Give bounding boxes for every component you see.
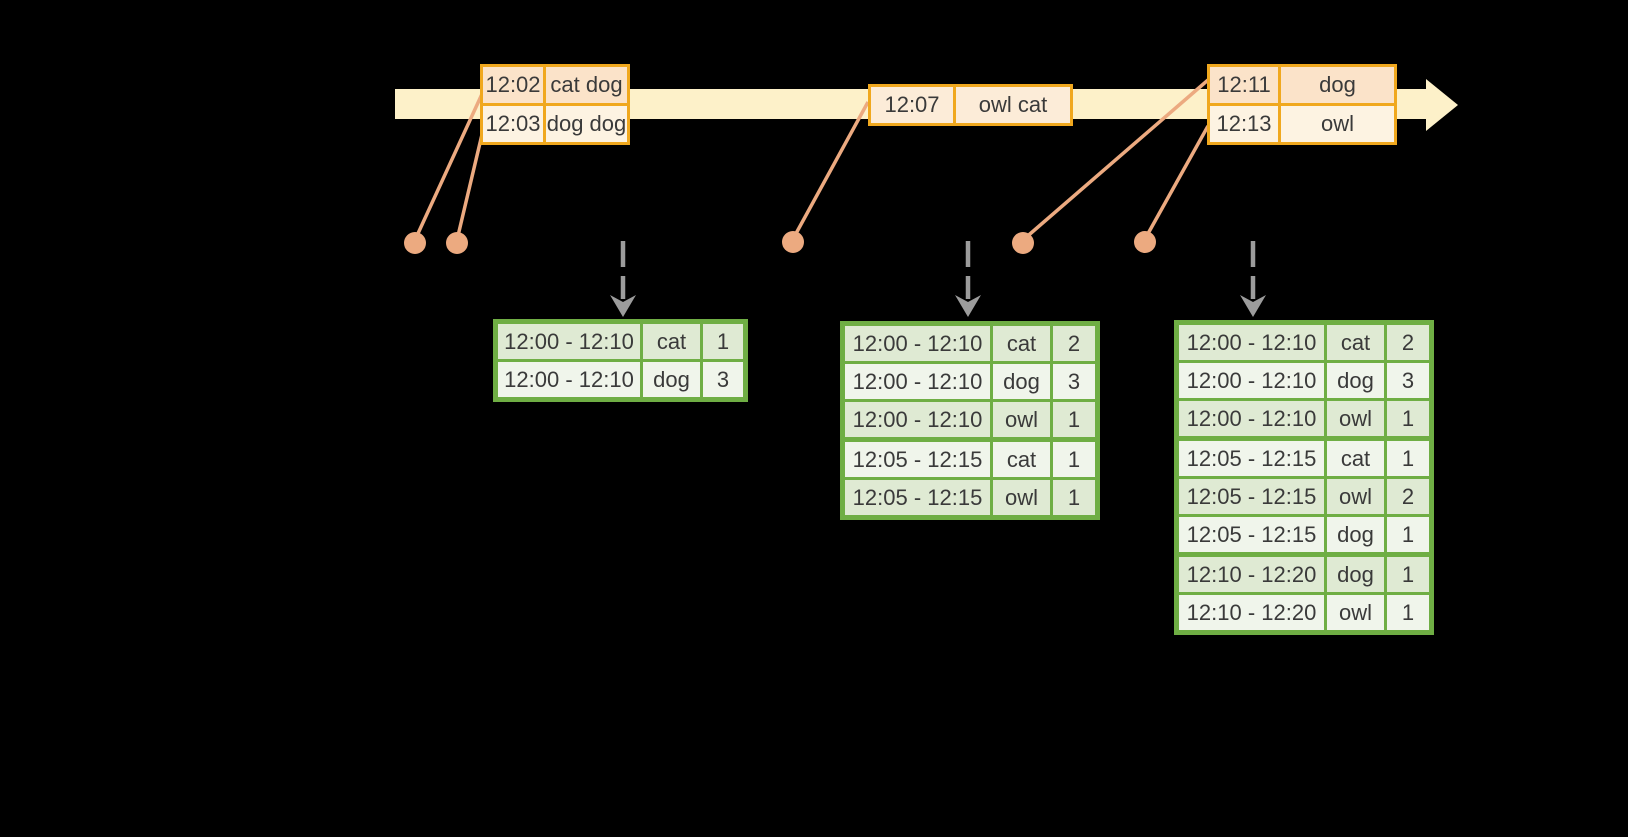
result-count: 1 xyxy=(1384,401,1429,436)
result-count: 3 xyxy=(1050,364,1095,399)
event-row: 12:03 dog dog xyxy=(483,103,627,142)
trigger-arrow-head xyxy=(1240,295,1266,317)
event-dot xyxy=(782,231,804,253)
result-count: 1 xyxy=(1384,517,1429,552)
trigger-arrow-head xyxy=(610,295,636,317)
result-word: owl xyxy=(1324,595,1384,630)
result-count: 1 xyxy=(700,324,743,359)
event-connector-line xyxy=(413,93,484,241)
result-word: owl xyxy=(1324,401,1384,436)
result-row: 12:10 - 12:20 dog 1 xyxy=(1179,552,1429,592)
result-window: 12:05 - 12:15 xyxy=(1179,441,1324,476)
result-window: 12:10 - 12:20 xyxy=(1179,557,1324,592)
result-row: 12:00 - 12:10 owl 1 xyxy=(1179,398,1429,436)
result-word: dog xyxy=(640,362,700,397)
result-word: cat xyxy=(990,326,1050,361)
event-row: 12:11 dog xyxy=(1210,67,1394,103)
result-count: 3 xyxy=(1384,363,1429,398)
event-connector-line xyxy=(1143,125,1210,240)
event-table-2: 12:07 owl cat xyxy=(868,84,1073,126)
timeline-arrowhead-icon xyxy=(1426,79,1458,131)
result-count: 1 xyxy=(1050,402,1095,437)
result-count: 2 xyxy=(1384,479,1429,514)
result-count: 2 xyxy=(1050,326,1095,361)
event-table-1: 12:02 cat dog 12:03 dog dog xyxy=(480,64,630,145)
result-word: cat xyxy=(640,324,700,359)
result-window: 12:00 - 12:10 xyxy=(1179,363,1324,398)
event-time: 12:02 xyxy=(483,67,543,103)
result-word: dog xyxy=(1324,557,1384,592)
trigger-arrow-icon xyxy=(610,241,636,317)
event-words: owl cat xyxy=(953,87,1070,123)
trigger-arrow-icon xyxy=(1240,241,1266,317)
result-word: dog xyxy=(990,364,1050,399)
result-table-1: 12:00 - 12:10 cat 1 12:00 - 12:10 dog 3 xyxy=(493,319,748,402)
result-count: 1 xyxy=(1050,442,1095,477)
result-word: dog xyxy=(1324,363,1384,398)
result-window: 12:00 - 12:10 xyxy=(845,402,990,437)
result-row: 12:00 - 12:10 dog 3 xyxy=(498,359,743,397)
event-dot xyxy=(404,232,426,254)
result-window: 12:00 - 12:10 xyxy=(1179,401,1324,436)
result-window: 12:00 - 12:10 xyxy=(845,364,990,399)
result-window: 12:10 - 12:20 xyxy=(1179,595,1324,630)
event-connector-line xyxy=(1021,78,1210,242)
event-time: 12:13 xyxy=(1210,106,1278,142)
event-words: dog xyxy=(1278,67,1394,103)
result-window: 12:05 - 12:15 xyxy=(845,442,990,477)
result-count: 2 xyxy=(1384,325,1429,360)
event-dot xyxy=(446,232,468,254)
result-row: 12:00 - 12:10 dog 3 xyxy=(1179,360,1429,398)
event-row: 12:02 cat dog xyxy=(483,67,627,103)
result-row: 12:00 - 12:10 cat 2 xyxy=(845,326,1095,361)
result-word: owl xyxy=(990,402,1050,437)
trigger-arrow-icon xyxy=(955,241,981,317)
result-count: 1 xyxy=(1384,557,1429,592)
event-row: 12:13 owl xyxy=(1210,103,1394,142)
result-window: 12:00 - 12:10 xyxy=(845,326,990,361)
result-count: 3 xyxy=(700,362,743,397)
result-row: 12:00 - 12:10 dog 3 xyxy=(845,361,1095,399)
result-row: 12:05 - 12:15 owl 2 xyxy=(1179,476,1429,514)
result-row: 12:05 - 12:15 owl 1 xyxy=(845,477,1095,515)
result-table-3: 12:00 - 12:10 cat 2 12:00 - 12:10 dog 3 … xyxy=(1174,320,1434,635)
result-window: 12:00 - 12:10 xyxy=(498,362,640,397)
result-window: 12:00 - 12:10 xyxy=(498,324,640,359)
result-word: cat xyxy=(1324,325,1384,360)
event-words: owl xyxy=(1278,106,1394,142)
result-count: 1 xyxy=(1050,480,1095,515)
result-row: 12:00 - 12:10 cat 1 xyxy=(498,324,743,359)
event-time: 12:03 xyxy=(483,106,543,142)
event-row: 12:07 owl cat xyxy=(871,87,1070,123)
result-row: 12:00 - 12:10 cat 2 xyxy=(1179,325,1429,360)
result-row: 12:05 - 12:15 cat 1 xyxy=(1179,436,1429,476)
event-dot xyxy=(1012,232,1034,254)
result-window: 12:05 - 12:15 xyxy=(845,480,990,515)
event-dot xyxy=(1134,231,1156,253)
result-row: 12:05 - 12:15 dog 1 xyxy=(1179,514,1429,552)
result-row: 12:10 - 12:20 owl 1 xyxy=(1179,592,1429,630)
result-row: 12:00 - 12:10 owl 1 xyxy=(845,399,1095,437)
result-word: owl xyxy=(1324,479,1384,514)
event-time: 12:11 xyxy=(1210,67,1278,103)
result-window: 12:05 - 12:15 xyxy=(1179,479,1324,514)
event-words: cat dog xyxy=(543,67,627,103)
event-time: 12:07 xyxy=(871,87,953,123)
result-window: 12:05 - 12:15 xyxy=(1179,517,1324,552)
result-row: 12:05 - 12:15 cat 1 xyxy=(845,437,1095,477)
result-word: cat xyxy=(990,442,1050,477)
result-word: dog xyxy=(1324,517,1384,552)
result-count: 1 xyxy=(1384,441,1429,476)
event-connector-line xyxy=(455,125,486,241)
trigger-arrow-head xyxy=(955,295,981,317)
event-words: dog dog xyxy=(543,106,627,142)
result-window: 12:00 - 12:10 xyxy=(1179,325,1324,360)
result-word: owl xyxy=(990,480,1050,515)
result-word: cat xyxy=(1324,441,1384,476)
event-table-3: 12:11 dog 12:13 owl xyxy=(1207,64,1397,145)
result-table-2: 12:00 - 12:10 cat 2 12:00 - 12:10 dog 3 … xyxy=(840,321,1100,520)
event-connector-line xyxy=(791,101,870,240)
result-count: 1 xyxy=(1384,595,1429,630)
